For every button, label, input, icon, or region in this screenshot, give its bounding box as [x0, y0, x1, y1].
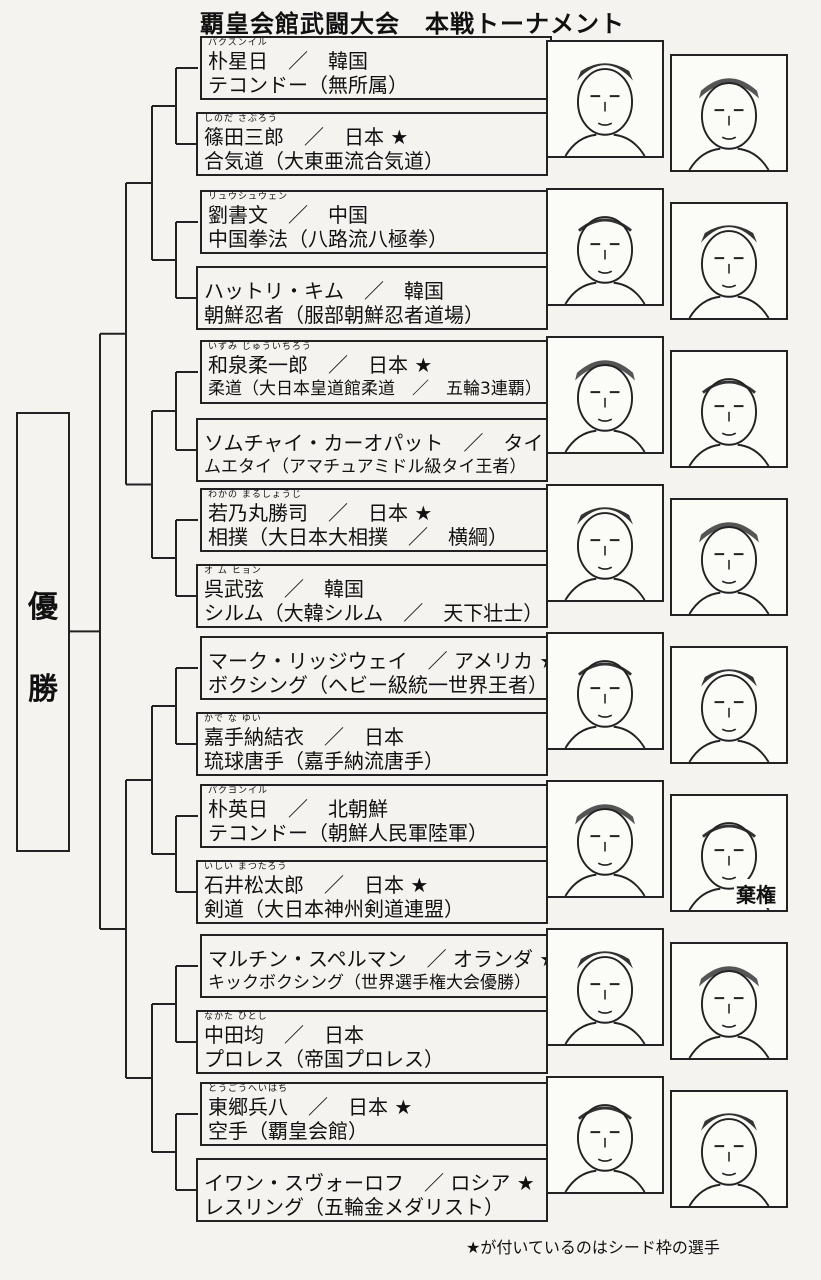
page-title: 覇皇会館武闘大会 本戦トーナメント [200, 10, 625, 38]
fighter-style-affiliation: ムエタイ（アマチュアミドル級タイ王者） [204, 457, 527, 477]
fighter-portrait [670, 1090, 788, 1208]
winner-char-1: 優 [28, 590, 58, 625]
name-reading: なかた ひとし [204, 1012, 268, 1022]
fighter-portrait [670, 646, 788, 764]
fighter-name-country: 東郷兵八 ／ 日本 ★ [208, 1095, 413, 1119]
fighter-name-country: 中田均 ／ 日本 [204, 1023, 364, 1047]
fighter-style-affiliation: キックボクシング（世界選手権大会優勝） [208, 973, 531, 993]
tournament-entry: パクスンイル朴星日 ／ 韓国テコンドー（無所属） [200, 36, 552, 100]
fighter-name-country: ハットリ・キム ／ 韓国 [204, 279, 444, 303]
name-reading: リュウシュウェン [208, 192, 289, 202]
tournament-entry: パクヨンイル朴英日 ／ 北朝鮮テコンドー（朝鮮人民軍陸軍） [200, 784, 552, 848]
fighter-portrait [670, 202, 788, 320]
fighter-style-affiliation: 合気道（大東亜流合気道） [204, 149, 444, 173]
fighter-portrait [546, 336, 664, 454]
tournament-entry: いずみ じゅういちろう和泉柔一郎 ／ 日本 ★柔道（大日本皇道館柔道 ／ 五輪3… [200, 340, 552, 404]
fighter-portrait [670, 498, 788, 616]
fighter-name-country: マルチン・スペルマン ／ オランダ ★ [208, 947, 552, 971]
fighter-portrait [670, 350, 788, 468]
fighter-portrait [546, 1076, 664, 1194]
name-reading [204, 268, 540, 279]
fighter-style-affiliation: 中国拳法（八路流八極拳） [208, 227, 448, 251]
name-reading: いしい まつたろう [204, 862, 288, 872]
tournament-entry: ハットリ・キム ／ 韓国朝鮮忍者（服部朝鮮忍者道場） [196, 266, 548, 330]
fighter-style-affiliation: ボクシング（ヘビー級統一世界王者） [208, 673, 548, 697]
name-reading [204, 1160, 540, 1171]
fighter-portrait: 棄権 [670, 794, 788, 912]
fighter-portrait [546, 632, 664, 750]
fighter-portrait [670, 54, 788, 172]
name-reading [208, 638, 544, 649]
tournament-entry: マーク・リッジウェイ ／ アメリカ ★ボクシング（ヘビー級統一世界王者） [200, 636, 552, 700]
tournament-entry: わかの まるしょうじ若乃丸勝司 ／ 日本 ★相撲（大日本大相撲 ／ 横綱） [200, 488, 552, 552]
fighter-style-affiliation: テコンドー（無所属） [208, 73, 408, 97]
fighter-name-country: 劉書文 ／ 中国 [208, 203, 368, 227]
fighter-name-country: 若乃丸勝司 ／ 日本 ★ [208, 501, 433, 525]
name-reading: パクスンイル [208, 38, 268, 48]
tournament-entry: なかた ひとし中田均 ／ 日本プロレス（帝国プロレス） [196, 1010, 548, 1074]
fighter-portrait [546, 928, 664, 1046]
fighter-style-affiliation: 琉球唐手（嘉手納流唐手） [204, 749, 444, 773]
name-reading: わかの まるしょうじ [208, 490, 302, 500]
fighter-style-affiliation: 剣道（大日本神州剣道連盟） [204, 897, 464, 921]
tournament-entry: ソムチャイ・カーオパット ／ タイムエタイ（アマチュアミドル級タイ王者） [196, 418, 548, 482]
seed-footnote: ★が付いているのはシード枠の選手 [466, 1238, 720, 1257]
fighter-name-country: 朴英日 ／ 北朝鮮 [208, 797, 388, 821]
tournament-entry: イワン・スヴォーロフ ／ ロシア ★レスリング（五輪金メダリスト） [196, 1158, 548, 1222]
fighter-name-country: マーク・リッジウェイ ／ アメリカ ★ [208, 649, 552, 673]
name-reading: とうごうへいはち [208, 1084, 289, 1094]
fighter-portrait [546, 188, 664, 306]
fighter-style-affiliation: レスリング（五輪金メダリスト） [204, 1195, 504, 1219]
fighter-name-country: 篠田三郎 ／ 日本 ★ [204, 125, 409, 149]
fighter-style-affiliation: プロレス（帝国プロレス） [204, 1047, 444, 1071]
tournament-entry: とうごうへいはち東郷兵八 ／ 日本 ★空手（覇皇会館） [200, 1082, 552, 1146]
name-reading: オ ム ヒョン [204, 566, 262, 576]
tournament-entry: かで な ゆい嘉手納結衣 ／ 日本琉球唐手（嘉手納流唐手） [196, 712, 548, 776]
fighter-portrait [670, 942, 788, 1060]
fighter-style-affiliation: 空手（覇皇会館） [208, 1119, 368, 1143]
fighter-name-country: 朴星日 ／ 韓国 [208, 49, 368, 73]
name-reading: いずみ じゅういちろう [208, 342, 312, 352]
tournament-entry: マルチン・スペルマン ／ オランダ ★キックボクシング（世界選手権大会優勝） [200, 934, 552, 998]
name-reading [204, 420, 540, 431]
tournament-entry: しのだ さぶろう篠田三郎 ／ 日本 ★合気道（大東亜流合気道） [196, 112, 548, 176]
winner-box: 優 勝 [16, 412, 70, 852]
fighter-portrait [546, 40, 664, 158]
fighter-style-affiliation: シルム（大韓シルム ／ 天下壮士） [204, 601, 544, 625]
tournament-entry: オ ム ヒョン呉武弦 ／ 韓国シルム（大韓シルム ／ 天下壮士） [196, 564, 548, 628]
fighter-name-country: 嘉手納結衣 ／ 日本 [204, 725, 404, 749]
winner-char-2: 勝 [28, 672, 58, 707]
fighter-style-affiliation: 朝鮮忍者（服部朝鮮忍者道場） [204, 303, 484, 327]
fighter-portrait [546, 484, 664, 602]
fighter-portrait [546, 780, 664, 898]
withdrawn-caption: 棄権 [734, 879, 778, 908]
tournament-entry: いしい まつたろう石井松太郎 ／ 日本 ★剣道（大日本神州剣道連盟） [196, 860, 548, 924]
fighter-style-affiliation: 柔道（大日本皇道館柔道 ／ 五輪3連覇） [208, 379, 542, 399]
name-reading: しのだ さぶろう [204, 114, 278, 124]
name-reading: パクヨンイル [208, 786, 269, 796]
fighter-name-country: 呉武弦 ／ 韓国 [204, 577, 364, 601]
fighter-style-affiliation: 相撲（大日本大相撲 ／ 横綱） [208, 525, 508, 549]
name-reading [208, 936, 544, 947]
fighter-name-country: イワン・スヴォーロフ ／ ロシア ★ [204, 1171, 535, 1195]
fighter-style-affiliation: テコンドー（朝鮮人民軍陸軍） [208, 821, 488, 845]
fighter-name-country: ソムチャイ・カーオパット ／ タイ [204, 431, 544, 455]
tournament-entry: リュウシュウェン劉書文 ／ 中国中国拳法（八路流八極拳） [200, 190, 552, 254]
fighter-name-country: 和泉柔一郎 ／ 日本 ★ [208, 353, 433, 377]
fighter-name-country: 石井松太郎 ／ 日本 ★ [204, 873, 429, 897]
name-reading: かで な ゆい [204, 714, 262, 724]
